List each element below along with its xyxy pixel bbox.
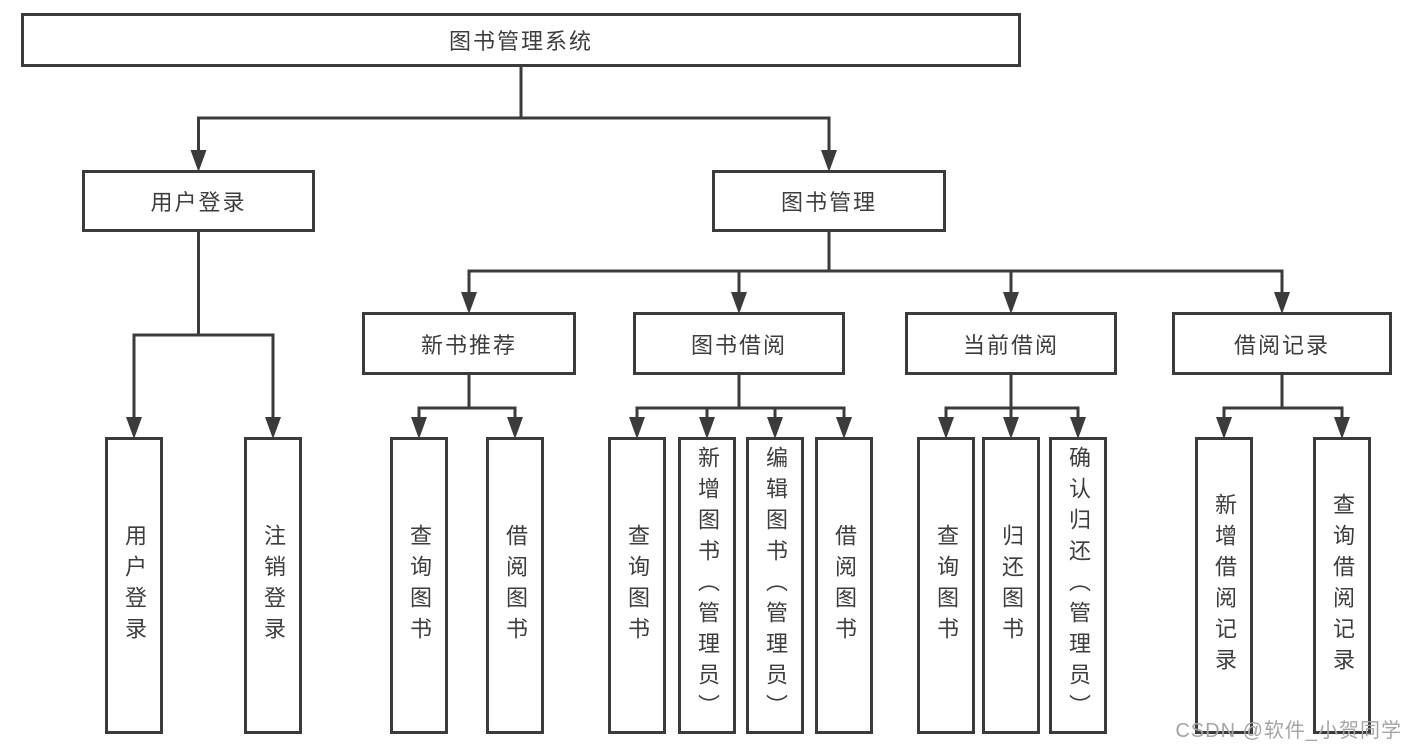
node-label: 用户登录 [150,190,247,215]
node-return-books: 归还图书 [982,437,1040,734]
node-label: 注销登录 [261,523,286,648]
node-query-books-borrowing: 查询图书 [608,437,666,734]
node-logout: 注销登录 [244,437,302,734]
arrowhead-down-icon [265,417,281,439]
arrowhead-down-icon [1334,417,1350,439]
csdn-watermark: CSDN @软件_小贺同学 [1175,720,1402,742]
node-label: 查询图书 [625,523,650,648]
node-book-management: 图书管理 [712,170,946,232]
node-label: 图书管理 [780,190,877,215]
node-label: 新增图书（管理员） [695,446,720,725]
arrowhead-down-icon [1274,292,1290,314]
arrowhead-down-icon [190,150,207,172]
node-label: 编辑图书（管理员） [763,446,788,725]
arrowhead-down-icon [461,292,477,314]
node-add-books-admin: 新增图书（管理员） [678,437,736,734]
node-user-login-action: 用户登录 [105,437,163,734]
arrowhead-down-icon [821,150,837,172]
arrowhead-down-icon [1003,417,1019,439]
arrowhead-down-icon [699,417,715,439]
node-borrow-books-recommend: 借阅图书 [486,437,544,734]
node-current-borrowing: 当前借阅 [905,312,1117,375]
node-label: 当前借阅 [962,332,1059,358]
node-label: 图书管理系统 [448,29,593,54]
node-root: 图书管理系统 [21,13,1021,67]
node-label: 查询图书 [934,523,959,648]
arrowhead-down-icon [126,417,142,439]
arrowhead-down-icon [767,417,783,439]
arrowhead-down-icon [1003,292,1019,314]
arrowhead-down-icon [836,417,852,439]
node-label: 借阅图书 [503,523,528,648]
arrowhead-down-icon [938,417,954,439]
node-label: 查询借阅记录 [1330,492,1355,679]
node-book-borrowing: 图书借阅 [633,312,845,375]
node-label: 借阅图书 [832,523,857,648]
node-borrow-books: 借阅图书 [815,437,873,734]
node-query-borrow-record: 查询借阅记录 [1313,437,1371,734]
node-label: 新增借阅记录 [1212,492,1237,679]
node-label: 新书推荐 [420,332,517,358]
node-query-books-current: 查询图书 [917,437,975,734]
arrowhead-down-icon [731,292,747,314]
node-query-books-recommend: 查询图书 [390,437,448,734]
node-label: 确认归还（管理员） [1066,446,1091,725]
arrowhead-down-icon [1070,417,1086,439]
node-add-borrow-record: 新增借阅记录 [1195,437,1253,734]
node-label: 查询图书 [407,523,432,648]
node-new-book-recommend: 新书推荐 [362,312,576,375]
node-edit-books-admin: 编辑图书（管理员） [746,437,804,734]
node-label: 图书借阅 [690,332,787,358]
arrowhead-down-icon [507,417,523,439]
node-label: 用户登录 [122,523,147,648]
arrowhead-down-icon [1216,417,1232,439]
node-user-login: 用户登录 [82,170,315,232]
node-borrowing-records: 借阅记录 [1172,312,1392,375]
node-label: 归还图书 [999,523,1024,648]
node-label: 借阅记录 [1233,332,1330,358]
node-confirm-return-admin: 确认归还（管理员） [1049,437,1107,734]
arrowhead-down-icon [411,417,427,439]
arrowhead-down-icon [629,417,645,439]
